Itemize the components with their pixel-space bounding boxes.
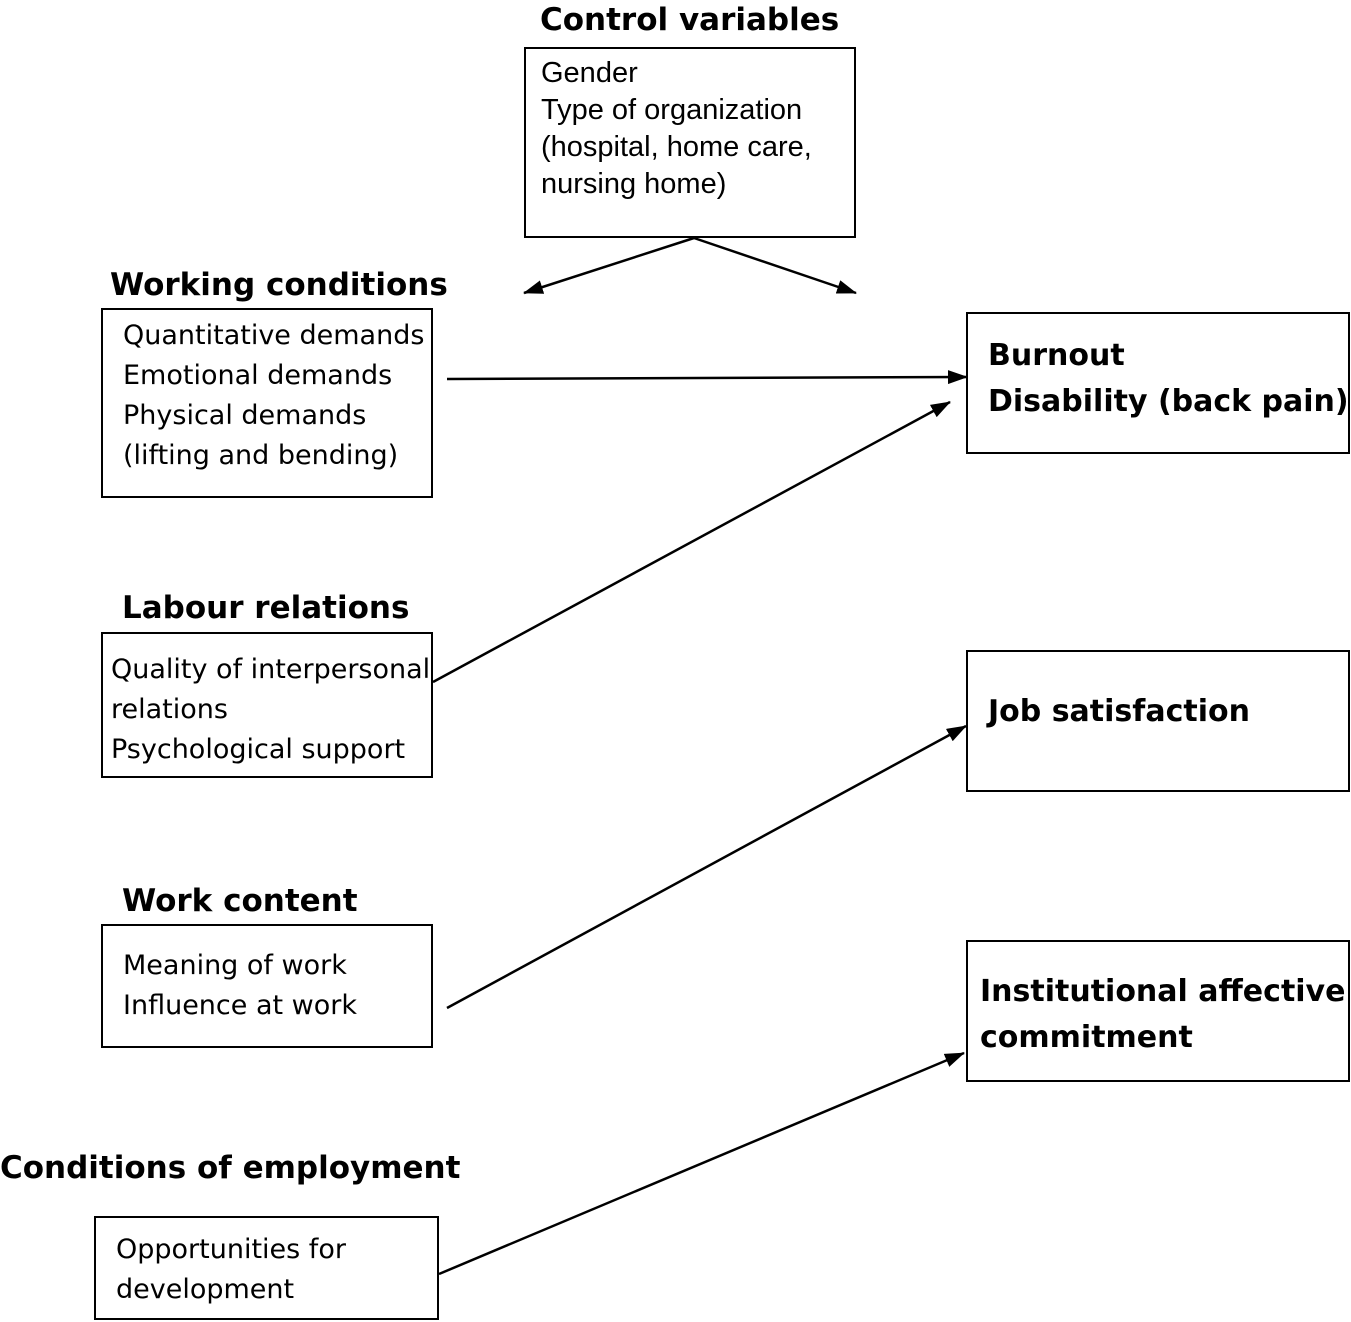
working-conditions-item: Quantitative demands — [123, 320, 425, 351]
outcome-label: Burnout — [988, 338, 1125, 373]
outcome-label: commitment — [980, 1020, 1193, 1055]
arrow-work-content-to-job-satisfaction — [446, 724, 967, 1010]
control-item: nursing home) — [541, 168, 727, 200]
work-content-item: Meaning of work — [123, 950, 347, 981]
institutional-commitment-box: Institutional affective commitment — [966, 940, 1350, 1082]
conditions-of-employment-title: Conditions of employment — [0, 1150, 461, 1186]
labour-relations-item: Psychological support — [111, 734, 406, 765]
working-conditions-item: (lifting and bending) — [123, 440, 399, 471]
labour-relations-item: relations — [111, 694, 228, 725]
employment-item: development — [116, 1274, 295, 1305]
arrow-employment-to-commitment — [438, 1051, 965, 1276]
labour-relations-title: Labour relations — [122, 590, 410, 626]
job-satisfaction-box: Job satisfaction — [966, 650, 1350, 792]
arrow-working-conditions-to-burnout — [446, 370, 968, 385]
outcome-label: Disability (back pain) — [988, 384, 1349, 419]
employment-item: Opportunities for — [116, 1234, 346, 1265]
work-content-item: Influence at work — [123, 990, 358, 1021]
burnout-box: Burnout Disability (back pain) — [966, 312, 1350, 454]
working-conditions-title: Working conditions — [110, 267, 448, 303]
conditions-of-employment-box: Opportunities for development — [94, 1216, 439, 1320]
work-content-title: Work content — [122, 883, 358, 919]
labour-relations-item: Quality of interpersonal — [111, 654, 431, 685]
control-item: Type of organization — [541, 94, 803, 126]
working-conditions-item: Physical demands — [123, 400, 367, 431]
control-arrow-right — [693, 236, 857, 295]
working-conditions-box: Quantitative demands Emotional demands P… — [101, 308, 433, 498]
control-variables-title: Control variables — [540, 2, 840, 38]
work-content-box: Meaning of work Influence at work — [101, 924, 433, 1048]
control-item: (hospital, home care, — [541, 131, 812, 163]
working-conditions-item: Emotional demands — [123, 360, 393, 391]
control-item: Gender — [541, 57, 638, 89]
outcome-label: Job satisfaction — [988, 694, 1250, 729]
arrow-labour-relations-to-burnout — [432, 400, 951, 684]
outcome-label: Institutional affective — [980, 974, 1346, 1009]
control-arrow-left — [523, 236, 695, 295]
control-variables-box: Gender Type of organization (hospital, h… — [524, 47, 856, 238]
labour-relations-box: Quality of interpersonal relations Psych… — [101, 632, 433, 778]
